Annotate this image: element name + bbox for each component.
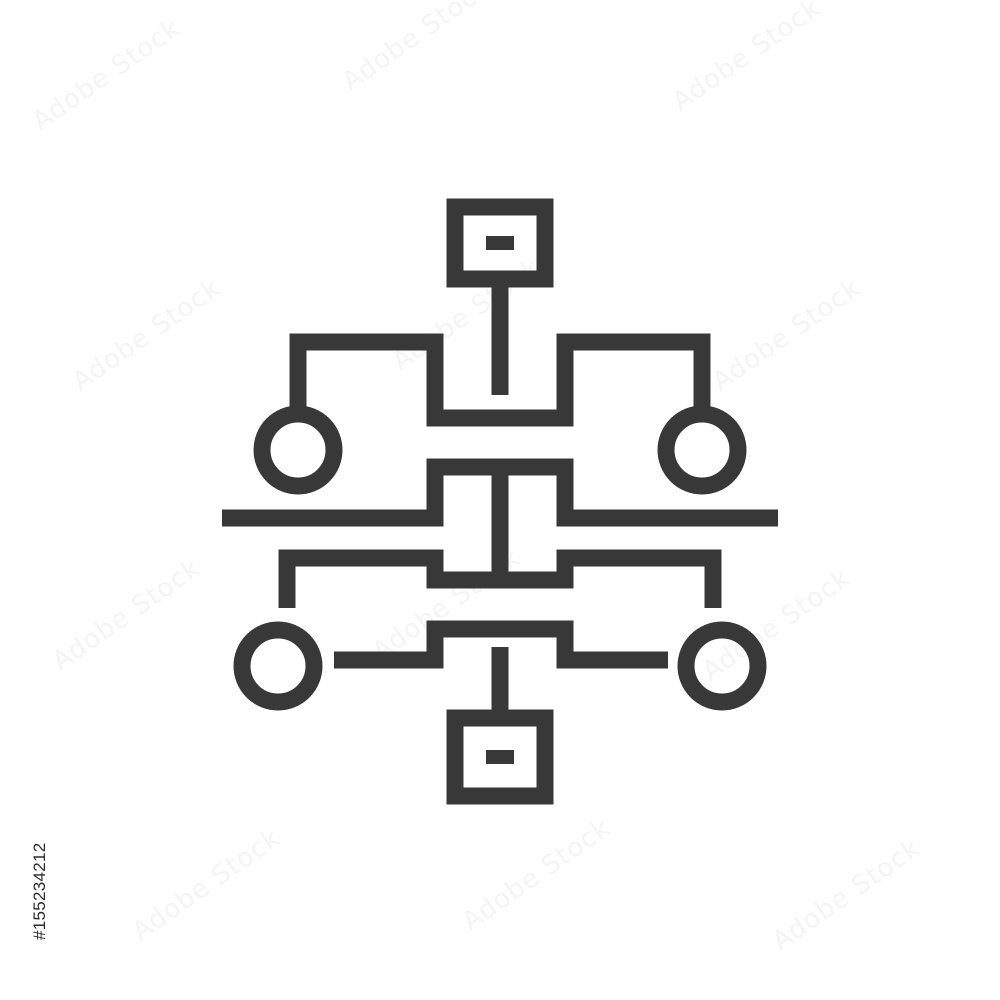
top-node-slot-icon — [486, 236, 514, 250]
bottom-node-box-icon — [446, 709, 554, 805]
middle-bracket-line — [278, 549, 722, 608]
upper-right-node-circle-icon — [657, 405, 747, 495]
stock-id-label: #155234212 — [30, 842, 49, 940]
upper-left-node-circle-icon — [253, 405, 343, 495]
lower-left-node-circle-icon — [233, 621, 323, 711]
lower-right-node-circle-icon — [677, 621, 767, 711]
stock-id: #155234212 — [6, 760, 49, 940]
lower-link-line — [334, 620, 668, 669]
bottom-node-slot-icon — [486, 750, 514, 764]
upper-bracket-line — [289, 333, 711, 427]
